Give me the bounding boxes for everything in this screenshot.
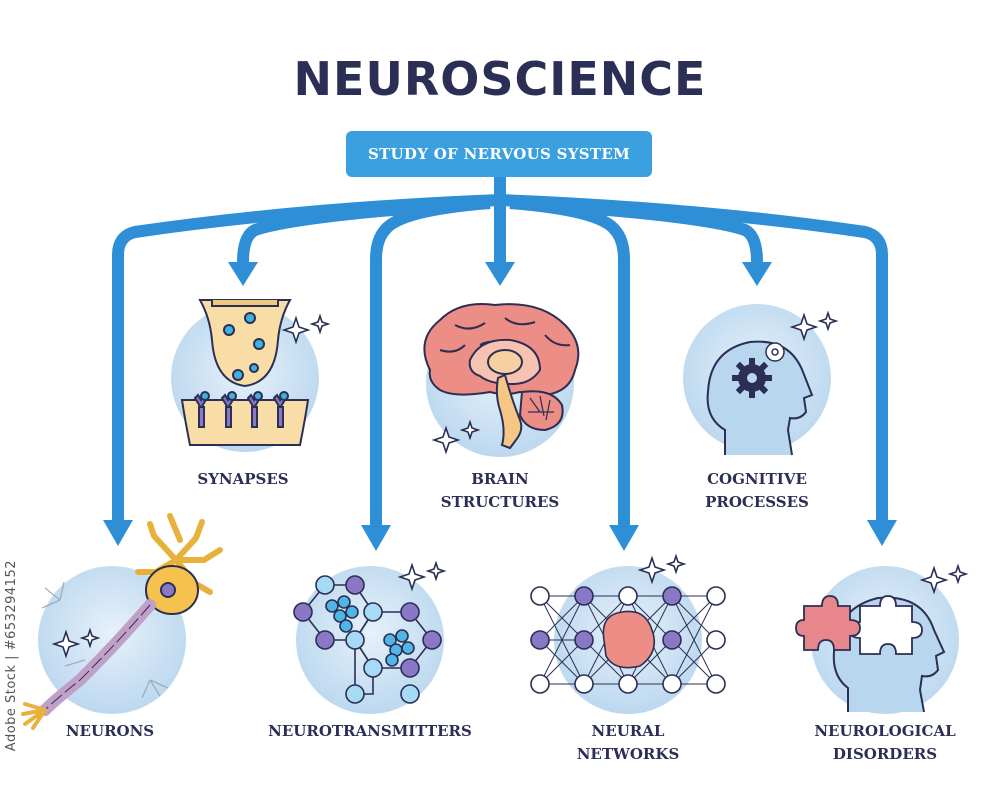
arrowhead-neurotransmitters: [361, 525, 391, 551]
molecules-icon: [293, 575, 442, 704]
arrowhead-brain: [485, 262, 515, 286]
arrowhead-cognitive: [742, 262, 772, 286]
watermark: Adobe Stock | #653294152: [4, 560, 19, 752]
network-icon: [530, 586, 726, 694]
arrowhead-disorders: [867, 520, 897, 546]
sparkle-icon: [281, 313, 331, 345]
sparkle-icon: [789, 310, 839, 342]
arrowhead-neurons: [103, 520, 133, 546]
head-puzzle-icon: [795, 595, 946, 713]
sparkle-icon: [397, 560, 447, 592]
arrow-synapses: [237, 197, 486, 263]
label-synapses: SYNAPSES: [197, 470, 289, 488]
gear-large: [732, 358, 772, 398]
synapse-icon: [180, 299, 310, 446]
neuron-icon: [21, 513, 223, 730]
arrowhead-neural-networks: [609, 525, 639, 551]
arrow-heads: [103, 262, 897, 551]
arrow-disorders: [499, 194, 888, 520]
label-neurotransmitters: NEUROTRANSMITTERS: [268, 722, 472, 740]
page-title: NEUROSCIENCE: [293, 52, 707, 106]
arrowhead-synapses: [228, 262, 258, 286]
arrow-neurotransmitters: [370, 197, 491, 525]
sparkle-icon: [637, 553, 687, 585]
sparkle-icon: [431, 419, 481, 455]
brain-icon: [423, 303, 580, 450]
connector-arrows: [112, 175, 888, 525]
label-neurons: NEURONS: [65, 722, 155, 740]
sparkle-icon: [919, 563, 969, 595]
head-gears-icon: [706, 340, 814, 456]
gear-small: [765, 342, 785, 362]
root-badge: STUDY OF NERVOUS SYSTEM: [346, 131, 652, 177]
sparkle-icon: [51, 627, 101, 659]
